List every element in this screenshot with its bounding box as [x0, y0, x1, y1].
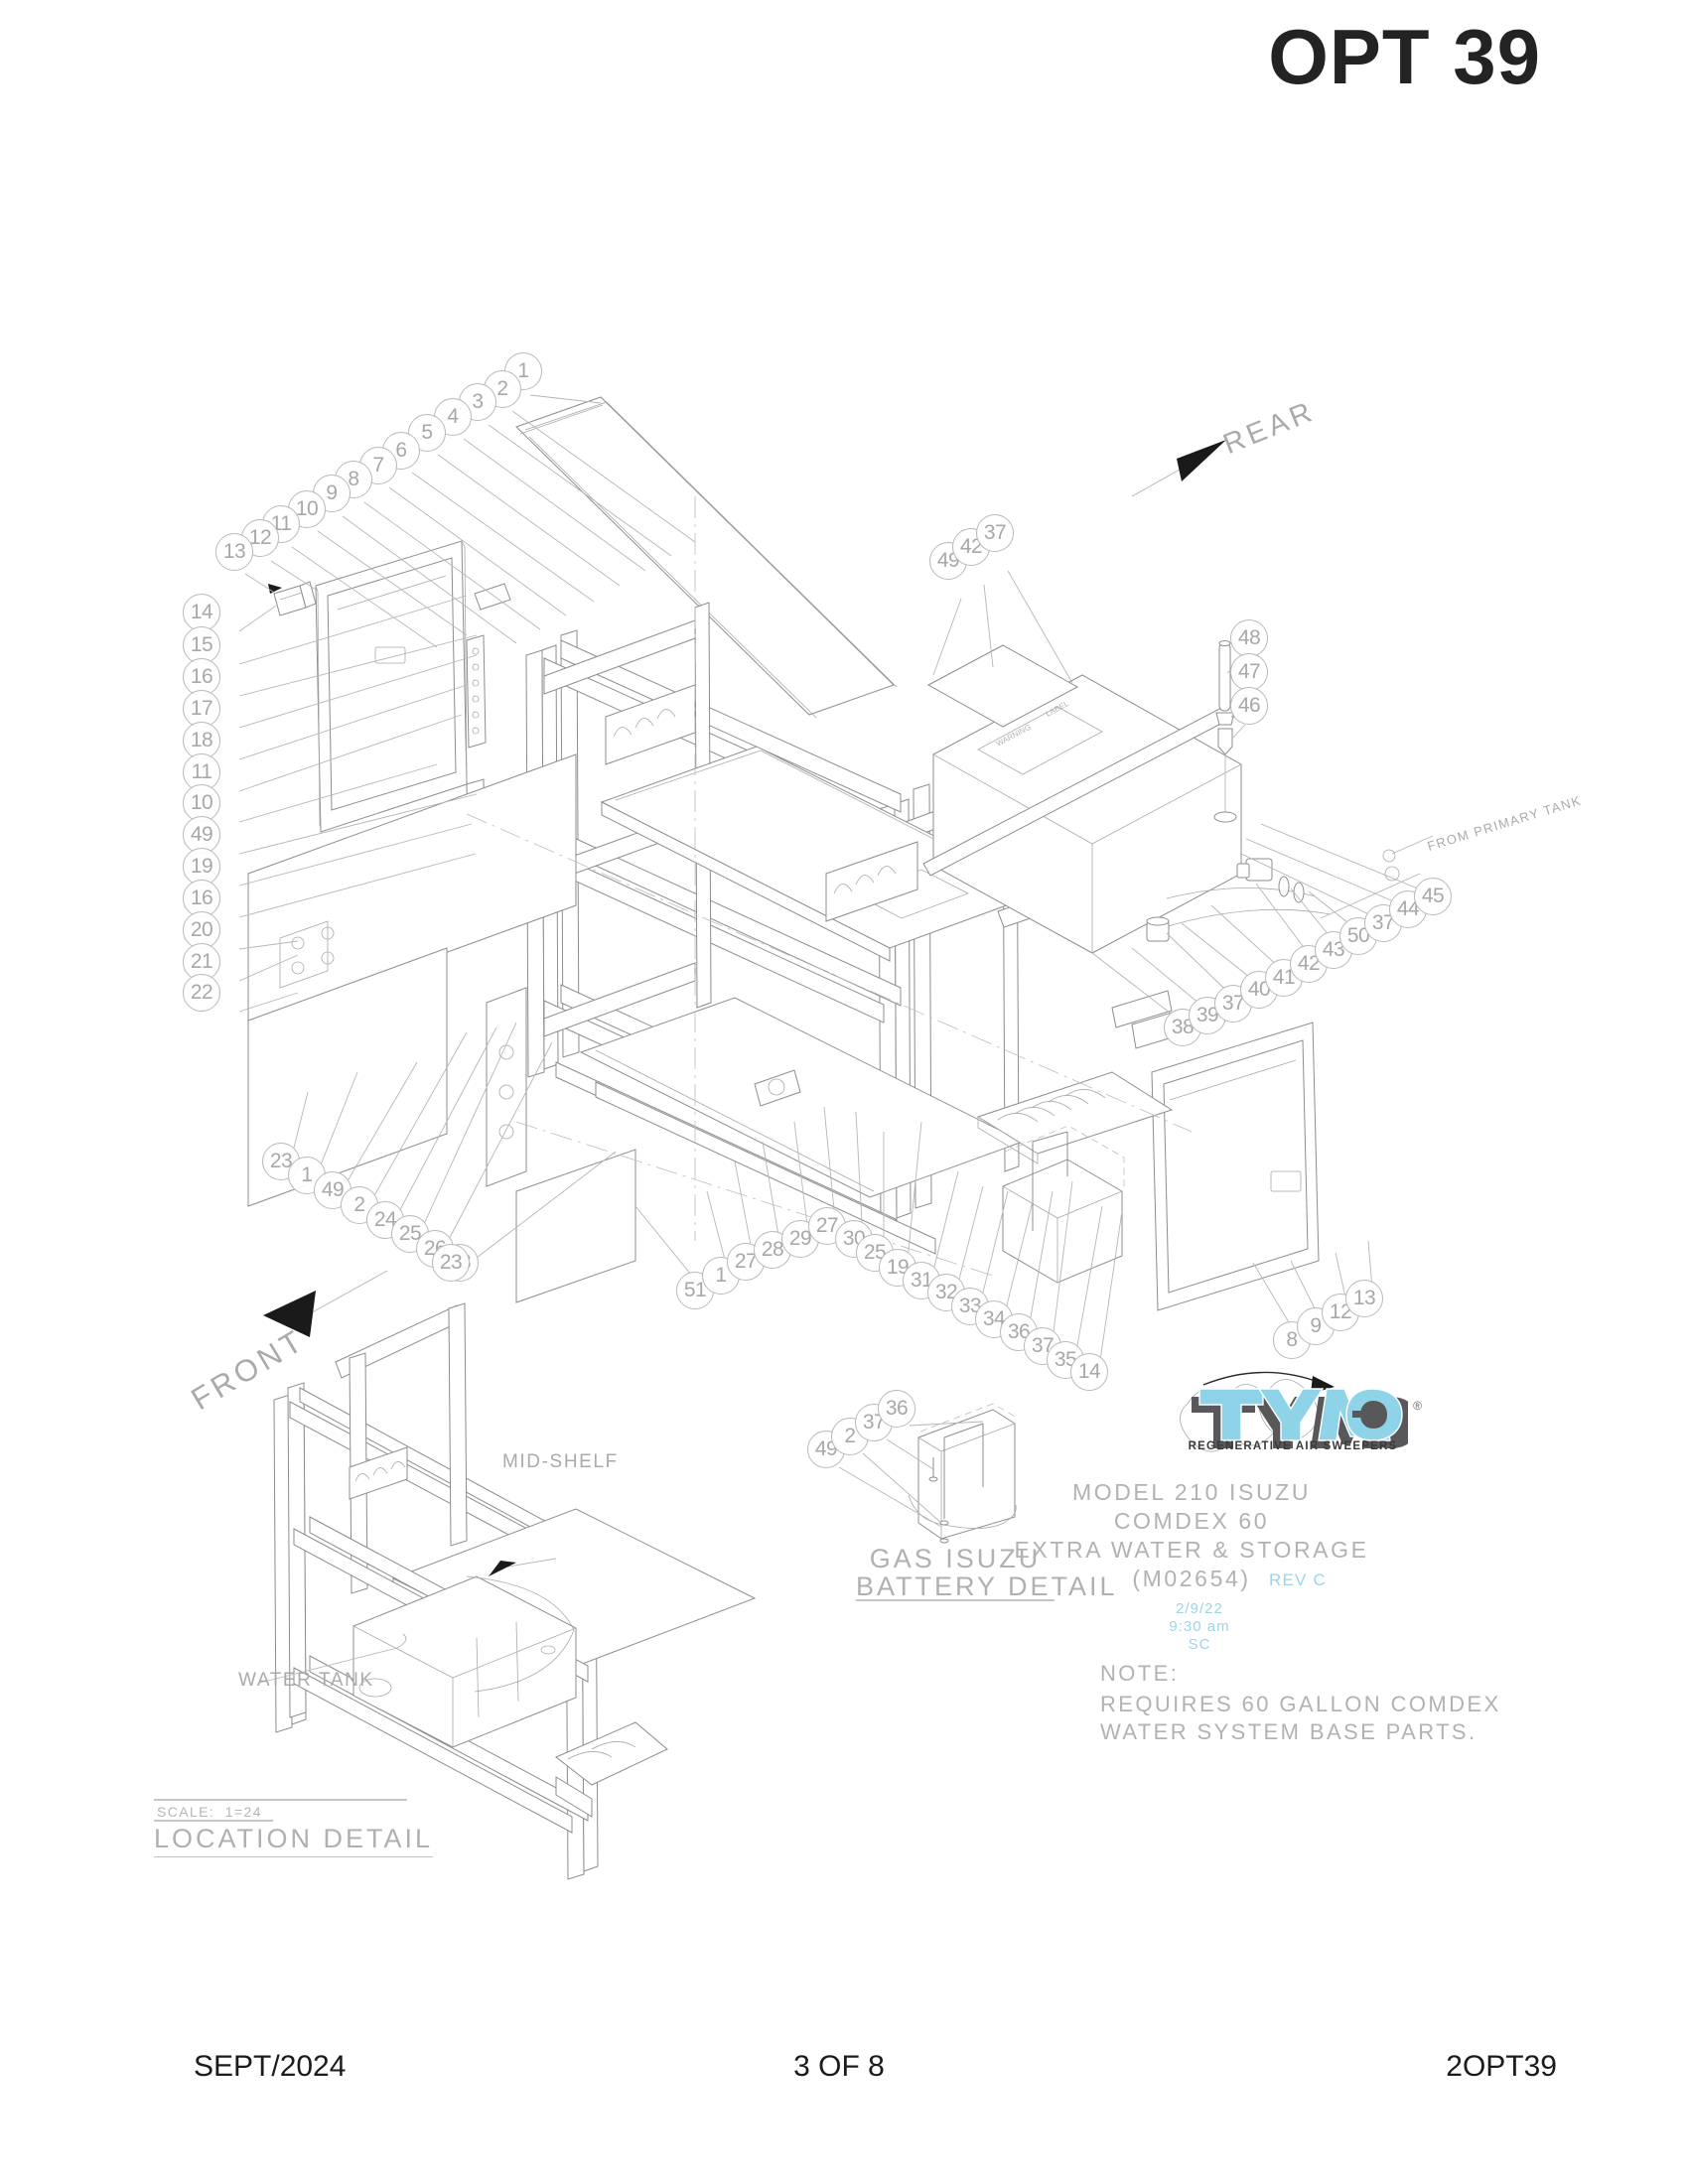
footer-page: 3 OF 8: [793, 2050, 885, 2083]
balloon-callout-15: 15: [183, 626, 220, 664]
small-square-panel: [515, 1149, 636, 1303]
note-line-1: REQUIRES 60 GALLON COMDEX: [1100, 1692, 1501, 1716]
balloon-callout-13: 13: [215, 533, 253, 571]
leaders-mid-top: [932, 570, 1073, 684]
title-block-line3: EXTRA WATER & STORAGE: [1014, 1537, 1369, 1563]
rear-label: REAR: [1218, 395, 1321, 462]
balloon-callout-13: 13: [1345, 1280, 1383, 1317]
title-block-line4: (M02654): [1132, 1566, 1251, 1591]
balloon-callout-45: 45: [1414, 878, 1452, 915]
leaders-left-column: [238, 595, 478, 1013]
left-door-panel: [315, 540, 468, 833]
balloon-callout-10: 10: [183, 784, 220, 822]
balloon-callout-31: 31: [903, 1262, 940, 1299]
tymco-tagline: REGENERATIVE AIR SWEEPERS: [1188, 1440, 1398, 1452]
registered-trademark-icon: ®: [1413, 1399, 1422, 1413]
approval-stamp-initials: SC: [1188, 1636, 1211, 1653]
balloon-callout-16: 16: [183, 658, 220, 696]
rear-water-storage-tank: WARNING LABEL: [922, 644, 1254, 954]
approval-stamp-time: 9:30 am: [1169, 1618, 1230, 1635]
location-detail-title: LOCATION DETAIL: [154, 1762, 434, 1919]
balloon-callout-23: 23: [432, 1244, 470, 1282]
left-side-skirt: [247, 753, 577, 1025]
page-footer: SEPT/2024 3 OF 8 2OPT39: [0, 2050, 1688, 2094]
svg-text:WARNING: WARNING: [995, 723, 1033, 749]
tymco-logo: ® REGENERATIVE AIR SWEEPERS: [1178, 1383, 1422, 1462]
balloon-callout-20: 20: [183, 911, 220, 949]
battery-box-main: [1002, 1125, 1125, 1284]
hose-bracket-left: [605, 684, 696, 765]
mid-shelf-leader: [489, 1558, 557, 1576]
balloon-callout-19: 19: [183, 848, 220, 886]
balloon-callout-36: 36: [878, 1390, 915, 1428]
location-detail-title-text: LOCATION DETAIL: [154, 1824, 434, 1857]
tymco-wordmark: [1192, 1388, 1418, 1448]
hose-bracket-right: [825, 841, 918, 922]
note-line-2: WATER SYSTEM BASE PARTS.: [1100, 1719, 1477, 1744]
top-lid-panel: [515, 396, 898, 719]
floor-grate-panel: [976, 1071, 1174, 1164]
front-label: FRONT: [185, 1321, 312, 1418]
rear-direction-arrow: [1131, 440, 1226, 497]
right-door-panel: [1151, 1022, 1320, 1311]
main-frame-assembly: [474, 583, 1047, 1255]
balloon-callout-47: 47: [1230, 653, 1268, 691]
battery-detail-title-line1: GAS ISUZU: [869, 1544, 1042, 1573]
balloon-callout-22: 22: [183, 974, 220, 1012]
approval-stamp-date: 2/9/22: [1176, 1600, 1223, 1617]
center-bracket-plate: [486, 987, 527, 1187]
balloon-callout-17: 17: [183, 690, 220, 728]
page-title: OPT 39: [1268, 13, 1541, 100]
mid-shelf-label: MID-SHELF: [502, 1451, 619, 1472]
door-latch-part: [268, 581, 317, 616]
balloon-callout-14: 14: [1070, 1353, 1108, 1391]
footer-dwg-no: 2OPT39: [1446, 2050, 1557, 2083]
balloon-callout-48: 48: [1230, 619, 1268, 657]
balloon-callout-46: 46: [1230, 687, 1268, 725]
balloon-callout-18: 18: [183, 722, 220, 759]
balloon-callout-37: 37: [976, 514, 1014, 552]
title-block-line1: MODEL 210 ISUZU: [1071, 1479, 1312, 1505]
water-tank-shape: [352, 1575, 577, 1748]
revision-label: REV C: [1269, 1570, 1327, 1589]
balloon-callout-49: 49: [183, 816, 220, 854]
balloon-callout-16: 16: [183, 880, 220, 917]
note-label: NOTE:: [1100, 1661, 1180, 1686]
location-detail-scale: SCALE: 1=24: [157, 1804, 262, 1820]
from-primary-tank-label: FROM PRIMARY TANK: [1425, 792, 1584, 854]
front-direction-arrow: [263, 1270, 388, 1337]
leaders-lower-left-arc: [289, 1022, 617, 1265]
footer-date: SEPT/2024: [194, 2050, 347, 2083]
balloon-callout-14: 14: [183, 594, 220, 631]
water-tank-label: WATER TANK: [238, 1670, 374, 1691]
balloon-callout-10: 10: [288, 490, 326, 528]
left-hinge-strips: [466, 634, 487, 892]
svg-text:LABEL: LABEL: [1045, 699, 1071, 719]
balloon-callout-51: 51: [676, 1272, 714, 1309]
location-battery-tray: [555, 1721, 668, 1818]
title-block-line2: COMDEX 60: [1113, 1508, 1270, 1534]
